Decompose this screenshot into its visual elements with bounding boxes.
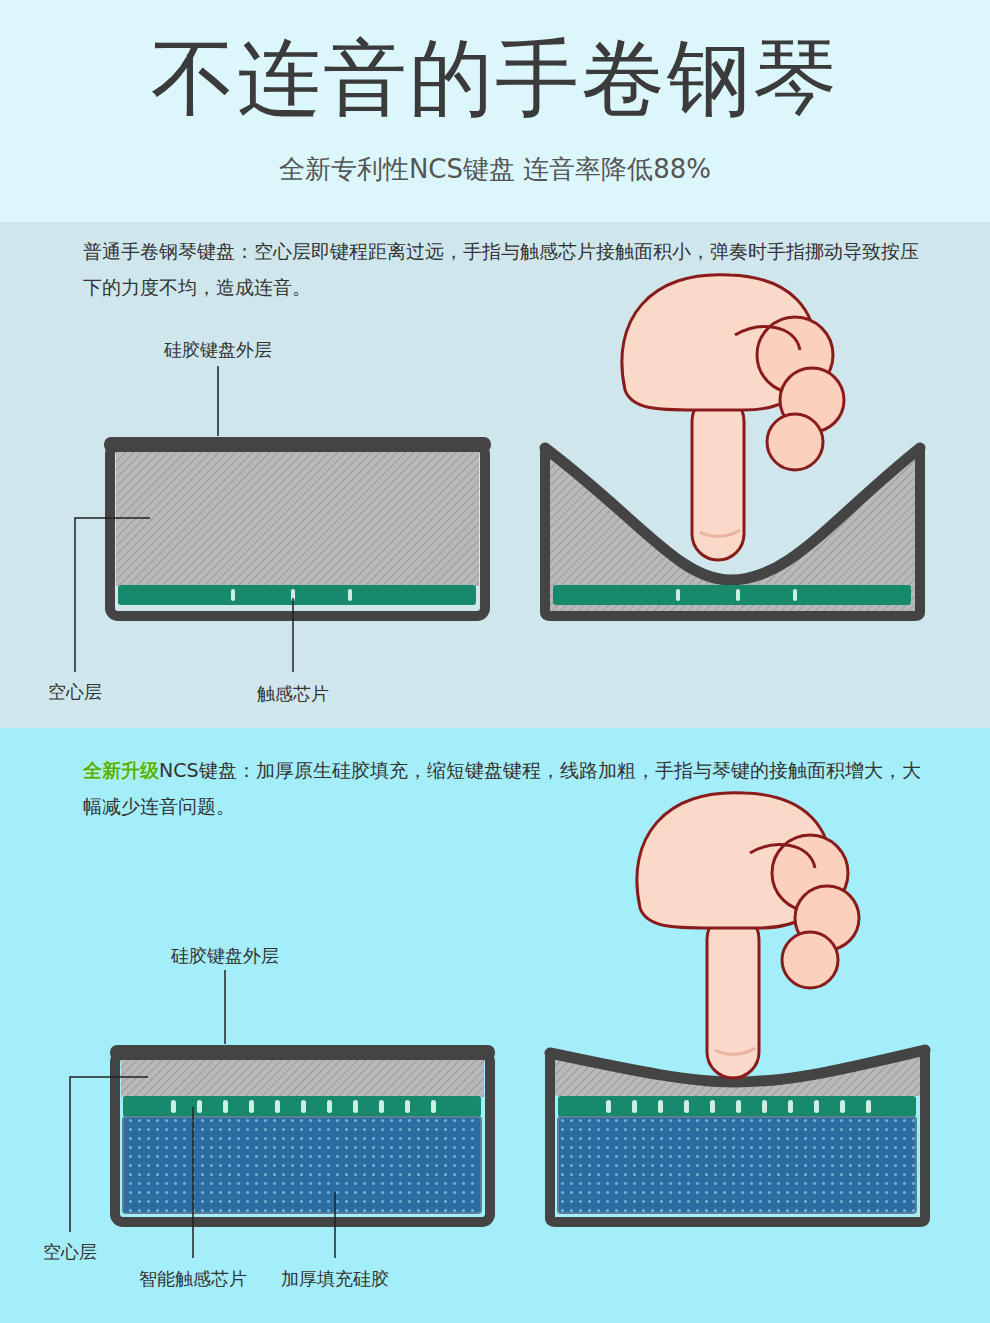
chip-contact [840, 1100, 845, 1113]
description-text: NCS键盘：加厚原生硅胶填充，缩短键盘键程，线路加粗，手指与琴键的接触面积增大，… [83, 759, 921, 817]
chip-contact [249, 1100, 254, 1113]
chip-contact [275, 1100, 280, 1113]
description-text: 全新升级NCS键盘：加厚原生硅胶填充，缩短键盘键程，线路加粗，手指与琴键的接触面… [83, 752, 933, 824]
chip-contact [710, 1100, 715, 1113]
chip-contact [788, 1100, 793, 1113]
part-label: 智能触感芯片 [139, 1268, 247, 1290]
chip-contact [762, 1100, 767, 1113]
chip-contact [431, 1100, 436, 1113]
new-keyboard-band [0, 728, 990, 1323]
title: 不连音的手卷钢琴 [0, 28, 990, 128]
chip-contact [866, 1100, 871, 1113]
chip-contact [632, 1100, 637, 1113]
part-label: 加厚填充硅胶 [281, 1268, 389, 1290]
part-label: 空心层 [43, 1241, 97, 1263]
chip-contact [405, 1100, 410, 1113]
chip-contact [736, 1100, 741, 1113]
part-label: 硅胶键盘外层 [164, 339, 272, 361]
chip-contact [223, 1100, 228, 1113]
header-band [0, 0, 990, 222]
part-label: 触感芯片 [257, 683, 329, 705]
description-text: 普通手卷钢琴键盘：空心层即键程距离过远，手指与触感芯片接触面积小，弹奏时手指挪动… [83, 233, 933, 305]
chip-contact [327, 1100, 332, 1113]
chip-contact [171, 1100, 176, 1113]
old-keyboard-band [0, 222, 990, 728]
chip-contact [379, 1100, 384, 1113]
chip-contact [353, 1100, 358, 1113]
chip-contact [658, 1100, 663, 1113]
chip-contact [301, 1100, 306, 1113]
highlight-text: 全新升级 [83, 759, 159, 781]
part-label: 空心层 [48, 681, 102, 703]
subtitle: 全新专利性NCS键盘 连音率降低88% [279, 153, 711, 185]
description-band: 全新升级NCS键盘：加厚原生硅胶填充，缩短键盘键程，线路加粗，手指与琴键的接触面… [0, 728, 990, 1323]
description-text: 普通手卷钢琴键盘：空心层即键程距离过远，手指与触感芯片接触面积小，弹奏时手指挪动… [83, 240, 919, 298]
part-label: 硅胶键盘外层 [171, 945, 279, 967]
description-band: 普通手卷钢琴键盘：空心层即键程距离过远，手指与触感芯片接触面积小，弹奏时手指挪动… [0, 222, 990, 728]
chip-contact [814, 1100, 819, 1113]
chip-contact [197, 1100, 202, 1113]
chip-contact [684, 1100, 689, 1113]
chip-contact [606, 1100, 611, 1113]
